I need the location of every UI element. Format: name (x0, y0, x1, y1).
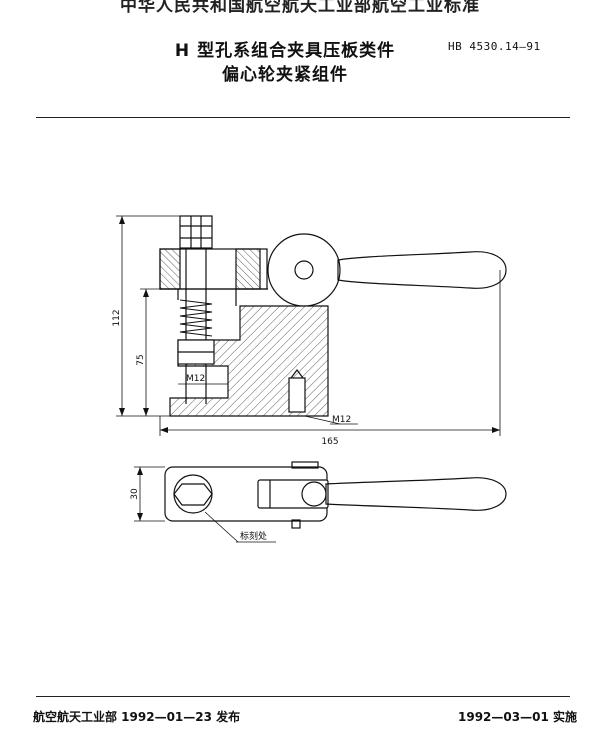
bolt-head (179, 215, 213, 249)
top-screw-lower (291, 519, 301, 529)
dimension-165: 165 (321, 437, 338, 447)
standard-number: HB 4530.14—91 (448, 40, 541, 53)
clamp-plate-left-section (159, 248, 181, 290)
dimension-arrows (119, 216, 500, 433)
top-pivot (301, 481, 327, 507)
issuing-body-header: 中华人民共和国航空航天工业部航空工业标准 (120, 0, 480, 16)
header-divider (36, 117, 570, 118)
spring (179, 299, 213, 337)
dimension-75: 75 (136, 354, 146, 365)
top-bolt-hex (173, 483, 213, 506)
clamp-plate-mid-section (235, 248, 261, 290)
effective-date: 1992—03—01 实施 (458, 710, 577, 724)
top-screw-upper (291, 461, 319, 469)
document-title: H 型孔系组合夹具压板类件 (174, 41, 396, 61)
top-view (134, 461, 507, 543)
locating-pin (288, 377, 306, 413)
thread-label-outer: M12 (332, 415, 351, 425)
top-handle-lever (325, 477, 507, 511)
document-subtitle: 偏心轮夹紧组件 (222, 65, 348, 85)
front-view (116, 215, 507, 436)
footer-divider (36, 696, 570, 697)
dimension-30: 30 (130, 488, 140, 500)
marking-note: 标刻处 (240, 530, 267, 542)
handle-lever (337, 251, 507, 289)
eccentric-pivot (294, 260, 314, 280)
issue-date: 航空航天工业部 1992—01—23 发布 (33, 710, 241, 724)
dimension-112: 112 (112, 309, 122, 326)
eccentric-wheel (267, 233, 341, 307)
marking-leader (204, 511, 239, 543)
thread-label-inner: M12 (186, 374, 205, 384)
dimension-lines (116, 215, 501, 436)
